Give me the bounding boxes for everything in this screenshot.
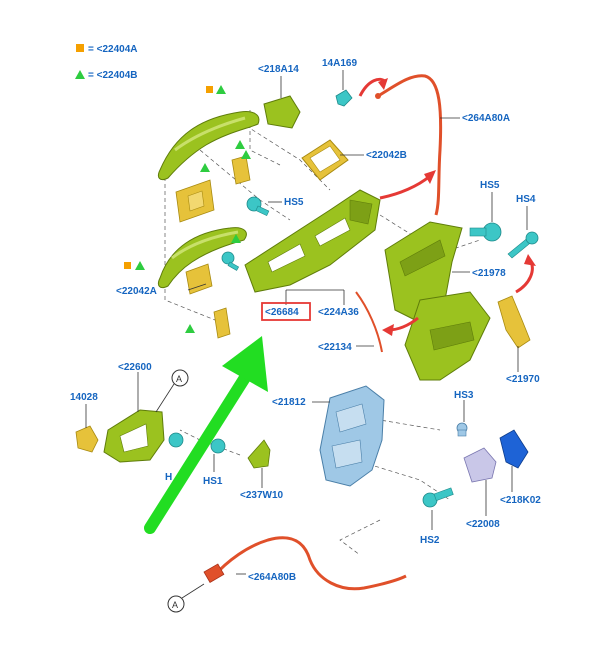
legend-22404b-text: = <22404B — [88, 70, 138, 81]
cable-264a80a — [377, 74, 443, 216]
triangle-marker-icon — [216, 85, 226, 94]
screw-h — [168, 432, 184, 448]
plate-218k02 — [499, 429, 529, 469]
clip-14a169 — [335, 89, 353, 107]
label-237w10: <237W10 — [240, 490, 284, 501]
screw-hs5-right — [469, 222, 502, 242]
label-14a169: 14A169 — [322, 58, 357, 69]
triangle-marker-icon — [185, 324, 195, 333]
square-marker-icon — [124, 262, 131, 269]
label-hs5-right: HS5 — [480, 180, 500, 191]
legend-22404a-text: = <22404A — [88, 44, 138, 55]
triangle-marker-icon — [241, 150, 251, 159]
label-21970: <21970 — [506, 374, 540, 385]
yellow-bracket-upper — [175, 179, 215, 223]
square-marker-icon — [206, 86, 213, 93]
lower-outer-handle — [157, 227, 247, 289]
legend-square-icon — [76, 44, 84, 52]
label-21978: <21978 — [472, 268, 506, 279]
bolt-hs4 — [507, 231, 539, 259]
label-22042b: <22042B — [366, 150, 407, 161]
yellow-bracket-lower — [185, 263, 213, 295]
triangle-marker-icon — [235, 140, 245, 149]
latch-bracket-21970 — [497, 295, 531, 349]
handle-frame-26684 — [244, 189, 381, 293]
red-arrow-right — [379, 174, 431, 200]
label-224a36: <224A36 — [318, 307, 359, 318]
label-264a80a: <264A80A — [462, 113, 510, 124]
triangle-marker-icon — [135, 261, 145, 270]
red-arrowhead-icon — [524, 254, 536, 266]
label-22134: <22134 — [318, 342, 352, 353]
label-218k02: <218K02 — [500, 495, 541, 506]
callout-a-bottom-text: A — [172, 600, 178, 610]
screw-hs5-upper — [246, 196, 270, 217]
handle-cap-218a14 — [263, 95, 301, 129]
label-264a80b: <264A80B — [248, 572, 296, 583]
label-hs4: HS4 — [516, 194, 536, 205]
highlight-box — [261, 302, 311, 321]
triangle-marker-icon — [200, 163, 210, 172]
callout-a-top-text: A — [176, 374, 182, 384]
label-22600: <22600 — [118, 362, 152, 373]
legend-triangle-icon — [75, 70, 85, 79]
yellow-clip-upper — [231, 155, 251, 185]
cable-end-connector — [203, 563, 225, 583]
label-14028: 14028 — [70, 392, 98, 403]
bezel-14028 — [75, 425, 99, 453]
rod-22134 — [355, 291, 383, 353]
cable-end — [375, 93, 381, 99]
label-22042a: <22042A — [116, 286, 157, 297]
triangle-marker-icon — [231, 234, 241, 243]
inner-handle-22600 — [103, 409, 165, 463]
label-hs3: HS3 — [454, 390, 474, 401]
label-26684: <26684 — [265, 307, 299, 318]
big-green-arrow — [144, 336, 268, 534]
label-hs1: HS1 — [203, 476, 223, 487]
label-h: H — [165, 472, 172, 483]
red-arrowhead-icon — [378, 78, 388, 90]
label-hs2: HS2 — [420, 535, 440, 546]
cover-237w10 — [247, 439, 271, 469]
callout-a-top — [171, 369, 189, 387]
cable-264a80b — [210, 536, 407, 591]
red-arrowhead-icon — [424, 170, 436, 184]
yellow-clip-lower — [213, 307, 231, 339]
label-21812: <21812 — [272, 397, 306, 408]
bracket-22008 — [463, 447, 497, 483]
upper-outer-handle — [157, 111, 260, 181]
screw-hs1 — [210, 438, 226, 454]
screw-hs3 — [456, 422, 468, 437]
red-arrowhead-icon — [382, 324, 394, 336]
latch-body-21812 — [319, 385, 385, 487]
housing-21978 — [384, 221, 491, 381]
label-218a14: <218A14 — [258, 64, 299, 75]
gasket-22042b — [301, 139, 349, 181]
screw-hs5-lower — [221, 251, 240, 271]
label-22008: <22008 — [466, 519, 500, 530]
callout-a-bottom — [167, 595, 185, 613]
label-hs5-left: HS5 — [284, 197, 304, 208]
screw-hs2 — [422, 487, 454, 508]
